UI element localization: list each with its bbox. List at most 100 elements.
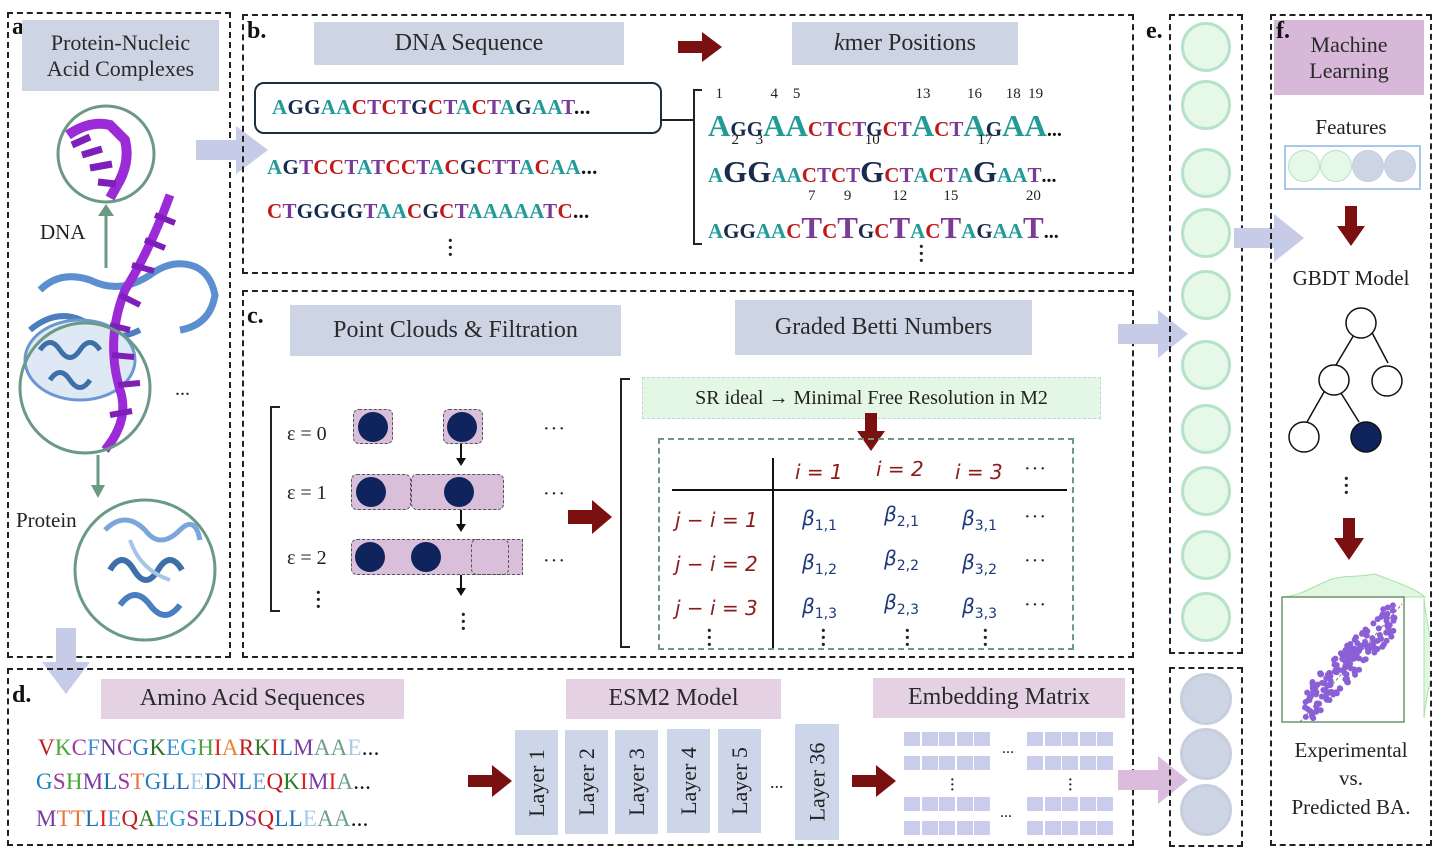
embedding-node	[1180, 728, 1232, 780]
nucleotide: G	[313, 199, 331, 223]
nucleotide: T	[299, 155, 314, 179]
nucleotide: A	[957, 163, 973, 187]
dna-zoom-circle	[56, 104, 156, 204]
tree-node-right	[1371, 365, 1403, 397]
scatter-point	[1389, 607, 1396, 614]
scatter-point	[1376, 632, 1383, 638]
matrix-cell	[974, 821, 990, 835]
nucleotide: G	[330, 199, 347, 223]
amino-acid: E	[190, 769, 205, 794]
panel-a-title-line1: Protein-Nucleic	[50, 30, 191, 56]
nucleotide: T	[416, 155, 430, 179]
nucleotide: A	[429, 155, 445, 179]
gbdt-model-label: GBDT Model	[1292, 266, 1410, 290]
betti-number: β1,3	[802, 594, 838, 622]
amino-acid: L	[278, 735, 294, 760]
betti-number: β3,2	[962, 550, 998, 578]
scatter-point	[1359, 630, 1365, 637]
amino-acid: V	[38, 735, 55, 760]
nucleotide: G	[723, 219, 740, 243]
feature-node	[1181, 80, 1231, 130]
red-arrow-b	[678, 32, 722, 62]
nucleotide: G	[746, 117, 764, 141]
nucleotide: A	[910, 219, 926, 243]
matrix-cell	[1097, 797, 1113, 811]
kmer-position-number: 15	[943, 188, 959, 204]
matrix-cell	[1044, 797, 1061, 811]
scatter-point	[1384, 604, 1391, 611]
matrix-cell	[1027, 756, 1043, 770]
features-vector	[1284, 145, 1421, 190]
nucleotide: C	[400, 155, 417, 179]
nucleotide: A	[499, 95, 516, 119]
matrix-cell	[956, 821, 973, 835]
matrix-cell	[1027, 797, 1043, 811]
layer-1: Layer 1	[515, 730, 558, 835]
amino-acid: Q	[121, 806, 139, 831]
point	[411, 542, 441, 572]
point	[358, 412, 388, 442]
matrix-cell	[939, 797, 955, 811]
amino-acid: R	[238, 735, 255, 760]
scatter-point	[1302, 704, 1308, 711]
feature-node-blue	[1352, 150, 1384, 182]
nucleotide: G	[422, 199, 440, 223]
result-line3: Predicted BA.	[1291, 795, 1411, 819]
nucleotide: A	[376, 199, 392, 223]
nucleotide: C	[557, 199, 573, 223]
sequence-ellipsis: ...	[581, 155, 598, 179]
nucleotide: G	[287, 95, 305, 119]
scatter-point	[1383, 614, 1390, 621]
amino-acid: M	[293, 735, 314, 760]
scatter-plot	[1281, 573, 1430, 723]
nucleotide: G	[411, 95, 428, 119]
nucleotide: T	[367, 95, 382, 119]
scatter-point	[1375, 625, 1382, 632]
betti-number: β2,3	[884, 590, 920, 618]
nucleotide: C	[328, 155, 345, 179]
nucleotide: A	[961, 219, 977, 243]
betti-row-ellipsis: ···	[1024, 506, 1047, 528]
matrix-cell	[1097, 756, 1113, 770]
betti-number: β1,2	[802, 550, 838, 578]
amino-acid: L	[237, 769, 253, 794]
panel-a-ellipsis: ...	[175, 378, 190, 400]
amino-acid: M	[307, 769, 329, 794]
nucleotide: A	[456, 95, 472, 119]
eps2-ellipsis: ···	[543, 550, 566, 572]
amino-acid: N	[221, 769, 238, 794]
amino-acid: E	[252, 769, 267, 794]
aa-seq-1: VKCFNCGKEGHIARKILMAAE...	[38, 735, 380, 761]
amino-acid: I	[214, 735, 222, 760]
amino-acid: T	[130, 769, 145, 794]
scatter-point	[1362, 638, 1368, 645]
nucleotide: C	[381, 95, 397, 119]
scatter-point	[1307, 708, 1314, 715]
nucleotide: C	[925, 219, 941, 243]
point	[356, 477, 386, 507]
nucleotide: G	[866, 117, 883, 141]
panel-a-title-line2: Acid Complexes	[46, 55, 195, 81]
scatter-point	[1337, 650, 1344, 657]
scatter-point	[1386, 622, 1393, 629]
nucleotide: A	[565, 155, 582, 179]
scatter-point	[1323, 688, 1330, 694]
aa-ellipsis: ...	[353, 769, 372, 794]
matrix-cell	[1079, 756, 1096, 770]
amino-acid: L	[213, 806, 228, 831]
amino-acid: A	[336, 769, 354, 794]
scatter-point	[1343, 676, 1350, 683]
scatter-point	[1317, 707, 1324, 714]
amino-acid: T	[56, 806, 71, 831]
selected-sequence-box[interactable]	[254, 82, 662, 134]
layer-36: Layer 36	[795, 724, 839, 840]
dna-seq-2: AGTCCTATCCTACGCTTACAA...	[267, 155, 598, 180]
tree-node-leaf-1	[1288, 421, 1320, 453]
